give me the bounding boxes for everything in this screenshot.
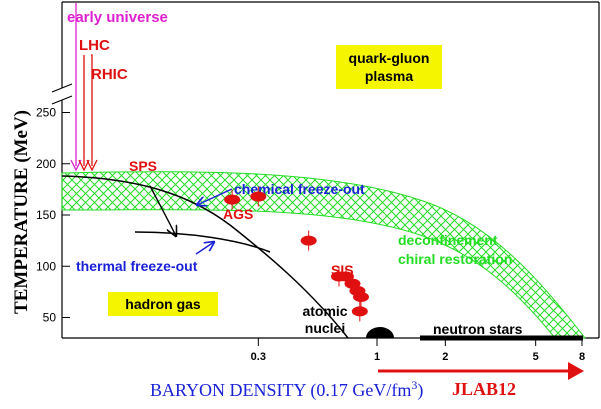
y-tick-label: 200	[36, 157, 56, 171]
y-axis-title: TEMPERATURE (MeV)	[11, 110, 32, 314]
qgp-label-line2: plasma	[365, 68, 413, 84]
deconfinement-label-line1: deconfinement	[398, 232, 498, 248]
y-tick-label: 100	[36, 259, 56, 273]
label-sis: SIS	[331, 262, 354, 278]
y-axis-break	[51, 83, 73, 105]
neutron-stars-label: neutron stars	[433, 321, 523, 337]
deconfinement-label-line2: chiral restoration	[398, 251, 512, 267]
data-point	[300, 235, 317, 246]
data-point	[250, 191, 267, 202]
hadron-gas-label: hadron gas	[125, 296, 201, 312]
jlab12-arrowhead	[568, 362, 584, 380]
thermal-freezeout-curve	[134, 231, 271, 253]
label-ags: AGS	[223, 206, 253, 222]
jlab12-label: JLAB12	[452, 379, 516, 399]
chemical-freezeout-curve	[61, 175, 349, 339]
arrowhead-lhc	[78, 159, 90, 172]
thermal-freezeout-label: thermal freeze-out	[76, 258, 198, 274]
plot-frame	[61, 1, 600, 339]
atomic-nuclei-label-line1: atomic	[302, 303, 347, 319]
x-tick-label: 8	[579, 351, 585, 363]
x-tick-label: 0.3	[251, 351, 266, 363]
chemical-freezeout-label: chemical freeze-out	[234, 181, 365, 197]
y-tick-label: 50	[43, 311, 57, 325]
atomic-nuclei-marker	[366, 327, 394, 338]
label-sps: SPS	[129, 158, 157, 174]
data-point	[352, 292, 369, 302]
arrow-rhic	[91, 54, 93, 166]
qgp-box	[336, 45, 442, 89]
y-tick-label: 150	[36, 208, 56, 222]
x-ticks: 0.3 1 2 5 8	[251, 338, 585, 363]
thermal-freezeout-pointer	[195, 242, 214, 255]
x-tick-label: 1	[374, 351, 380, 363]
freezeout-data-points	[224, 186, 369, 322]
label-rhic: RHIC	[91, 66, 128, 83]
qgp-label-line1: quark-gluon	[349, 50, 430, 66]
arrowhead-early-universe	[70, 159, 82, 172]
atomic-nuclei-label-line2: nuclei	[305, 320, 345, 336]
label-early-universe: early universe	[67, 9, 168, 26]
hadron-gas-box	[108, 292, 218, 316]
x-tick-label: 5	[533, 351, 539, 363]
data-point	[224, 194, 241, 205]
data-point	[351, 306, 368, 317]
y-ticks: 50 100 150 200 250	[36, 106, 70, 325]
x-tick-label: 2	[442, 351, 448, 363]
x-axis-title: BARYON DENSITY (0.17 GeV/fm3)	[150, 378, 423, 401]
label-lhc: LHC	[79, 37, 110, 54]
chemical-freezeout-pointer	[197, 188, 233, 205]
freezeout-arrow	[149, 185, 176, 236]
y-tick-label: 250	[36, 106, 56, 120]
arrowhead-rhic	[86, 159, 98, 172]
